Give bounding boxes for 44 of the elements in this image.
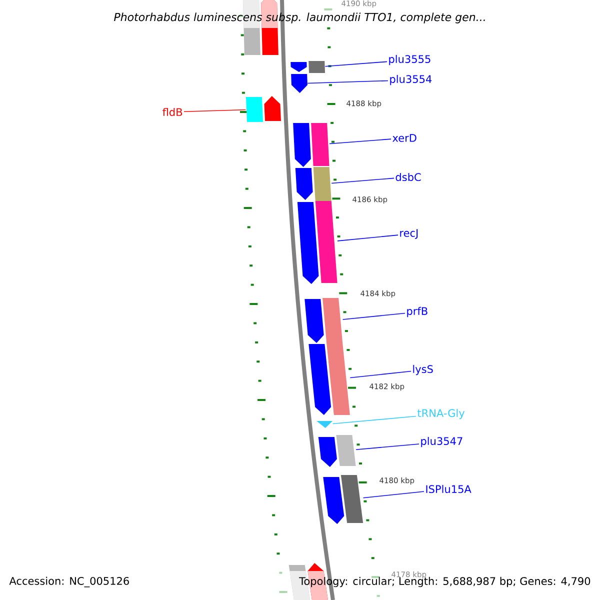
gene-block xyxy=(315,201,338,283)
gene-block xyxy=(322,298,343,343)
gene-block xyxy=(340,475,364,523)
gene-block xyxy=(308,344,332,415)
gene-label: recJ xyxy=(400,229,418,239)
leader-line xyxy=(350,370,412,378)
leader-line xyxy=(329,138,392,144)
leader-line xyxy=(362,491,424,498)
gene-block xyxy=(313,167,332,201)
footer-text: Accession: NC_005126 xyxy=(9,576,129,588)
gene-label: xerD xyxy=(392,134,416,142)
leader-line xyxy=(342,312,406,320)
gene-label: ISPlu15A xyxy=(426,484,472,494)
gene-label: plu3555 xyxy=(389,54,430,66)
leader-line xyxy=(337,234,398,242)
leader-line xyxy=(307,80,388,84)
gene-block xyxy=(326,343,350,415)
gene-block xyxy=(336,435,356,466)
footer-text: Topology: circular; Length: 5,688,987 bp; Genes: 4,790 xyxy=(299,576,590,588)
gene-block xyxy=(291,74,308,93)
gene-block xyxy=(293,123,311,167)
gene-label: plu3554 xyxy=(390,74,432,86)
leader-line xyxy=(356,444,420,450)
gene-label: prfB xyxy=(407,306,428,318)
gene-block xyxy=(297,202,319,284)
gene-label: tRNA-Gly xyxy=(417,408,465,420)
gene-label: lysS xyxy=(413,364,433,376)
leader-line xyxy=(184,109,246,112)
gene-block xyxy=(290,62,307,72)
gene-block xyxy=(308,61,326,73)
leader-line xyxy=(324,61,388,67)
gene-block xyxy=(264,96,281,121)
gene-block xyxy=(295,168,313,200)
title: Photorhabdus luminescens subsp. laumondii TTO1, complete gen... xyxy=(114,12,485,24)
gene-marker xyxy=(316,421,333,428)
gene-block xyxy=(304,299,324,343)
leader-line xyxy=(331,178,394,184)
leader-line xyxy=(332,416,416,424)
gene-block xyxy=(323,477,344,524)
gene-label: plu3547 xyxy=(421,436,462,448)
gene-block xyxy=(311,123,330,166)
gene-label: fldB xyxy=(162,108,182,116)
gene-label: dsbC xyxy=(396,172,421,182)
gene-block xyxy=(318,437,337,467)
